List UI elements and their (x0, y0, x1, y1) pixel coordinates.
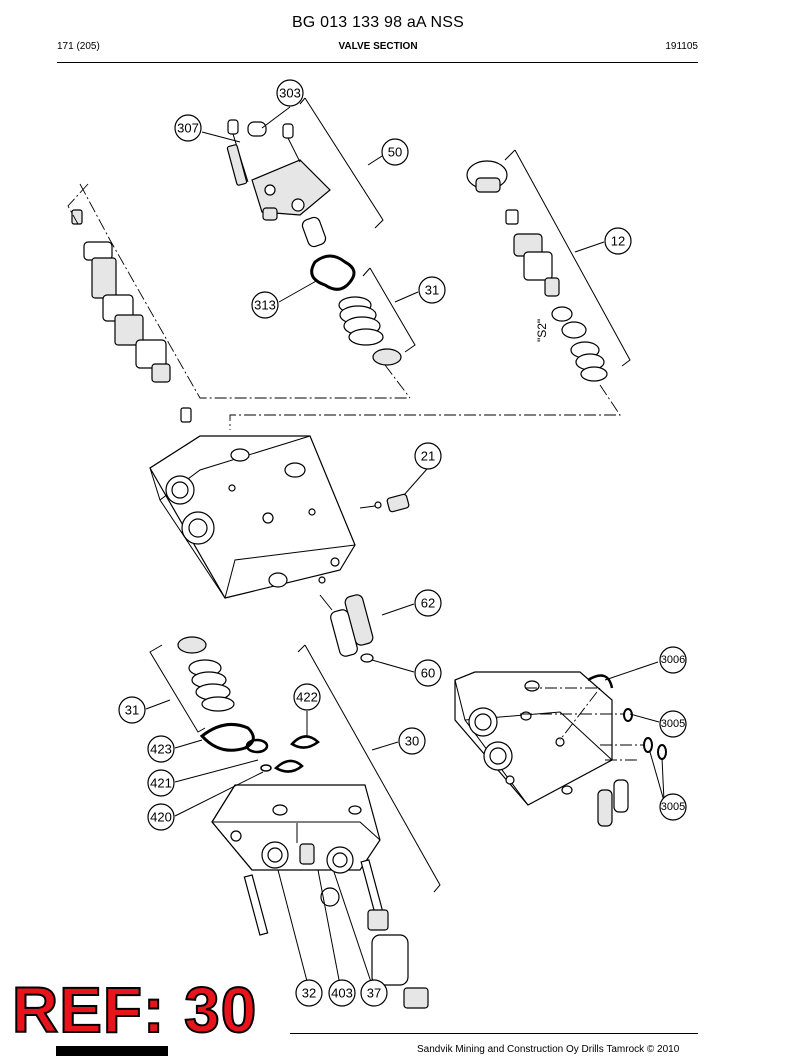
svg-text:31: 31 (125, 703, 139, 718)
callout-420: 420 (147, 803, 175, 831)
footer-rule (290, 1033, 698, 1034)
svg-text:403: 403 (331, 986, 353, 1001)
document-code: 191105 (665, 41, 698, 52)
svg-text:422: 422 (296, 690, 318, 705)
svg-text:31: 31 (425, 283, 439, 298)
svg-text:423: 423 (150, 742, 172, 757)
svg-text:32: 32 (302, 986, 316, 1001)
valve-block-lower-30 (211, 644, 441, 1009)
svg-text:37: 37 (367, 986, 381, 1001)
fitting-21 (359, 493, 410, 513)
svg-text:62: 62 (421, 596, 435, 611)
publisher-logo (56, 1046, 168, 1056)
svg-text:3005: 3005 (661, 718, 685, 730)
callout-leaders (145, 106, 665, 817)
callout-12: 12 (604, 227, 632, 255)
callout-3005-upper: 3005 (659, 710, 687, 738)
callout-423: 423 (147, 735, 175, 763)
svg-text:3005: 3005 (661, 801, 685, 813)
reference-stamp: REF: 30 (11, 974, 258, 1046)
callout-31-lower: 31 (118, 696, 146, 724)
callout-60: 60 (414, 659, 442, 687)
seal-313-spring-31-upper (310, 254, 416, 399)
cartridges-62-60 (319, 594, 374, 663)
section-title: VALVE SECTION (338, 41, 418, 52)
svg-text:60: 60 (421, 666, 435, 681)
callout-421: 421 (147, 769, 175, 797)
callout-31-upper: 31 (418, 276, 446, 304)
page-number: 171 (205) (57, 41, 100, 52)
pilot-valve-assembly-50 (226, 97, 384, 248)
svg-text:307: 307 (177, 121, 199, 136)
svg-text:21: 21 (421, 449, 435, 464)
svg-text:420: 420 (150, 810, 172, 825)
callout-37: 37 (360, 979, 388, 1007)
label-s2: "S2" (535, 319, 549, 342)
svg-text:"S2": "S2" (535, 319, 549, 342)
cartridge-column-left (67, 183, 410, 423)
callout-62: 62 (414, 589, 442, 617)
spring-31-lower (149, 636, 320, 773)
cartridge-assembly-12 (229, 149, 631, 430)
callout-303: 303 (276, 79, 304, 107)
callout-50: 50 (381, 138, 409, 166)
svg-text:421: 421 (150, 776, 172, 791)
callout-403: 403 (328, 979, 356, 1007)
callout-3005-lower: 3005 (659, 793, 687, 821)
header-rule (57, 62, 698, 63)
svg-text:303: 303 (279, 86, 301, 101)
svg-text:12: 12 (611, 234, 625, 249)
callout-30: 30 (398, 727, 426, 755)
document-title: BG 013 133 98 aA NSS (291, 14, 465, 31)
valve-block-right (454, 671, 667, 827)
callout-307: 307 (174, 114, 202, 142)
svg-text:313: 313 (254, 298, 276, 313)
callout-21: 21 (414, 442, 442, 470)
callout-3006: 3006 (659, 646, 687, 674)
valve-block-upper (149, 435, 356, 599)
svg-text:50: 50 (388, 145, 402, 160)
svg-text:30: 30 (405, 734, 419, 749)
callout-32: 32 (295, 979, 323, 1007)
callout-422: 422 (293, 683, 321, 711)
callout-313: 313 (251, 291, 279, 319)
svg-text:3006: 3006 (661, 654, 685, 666)
footer-copyright: Sandvik Mining and Construction Oy Drill… (417, 1044, 680, 1055)
